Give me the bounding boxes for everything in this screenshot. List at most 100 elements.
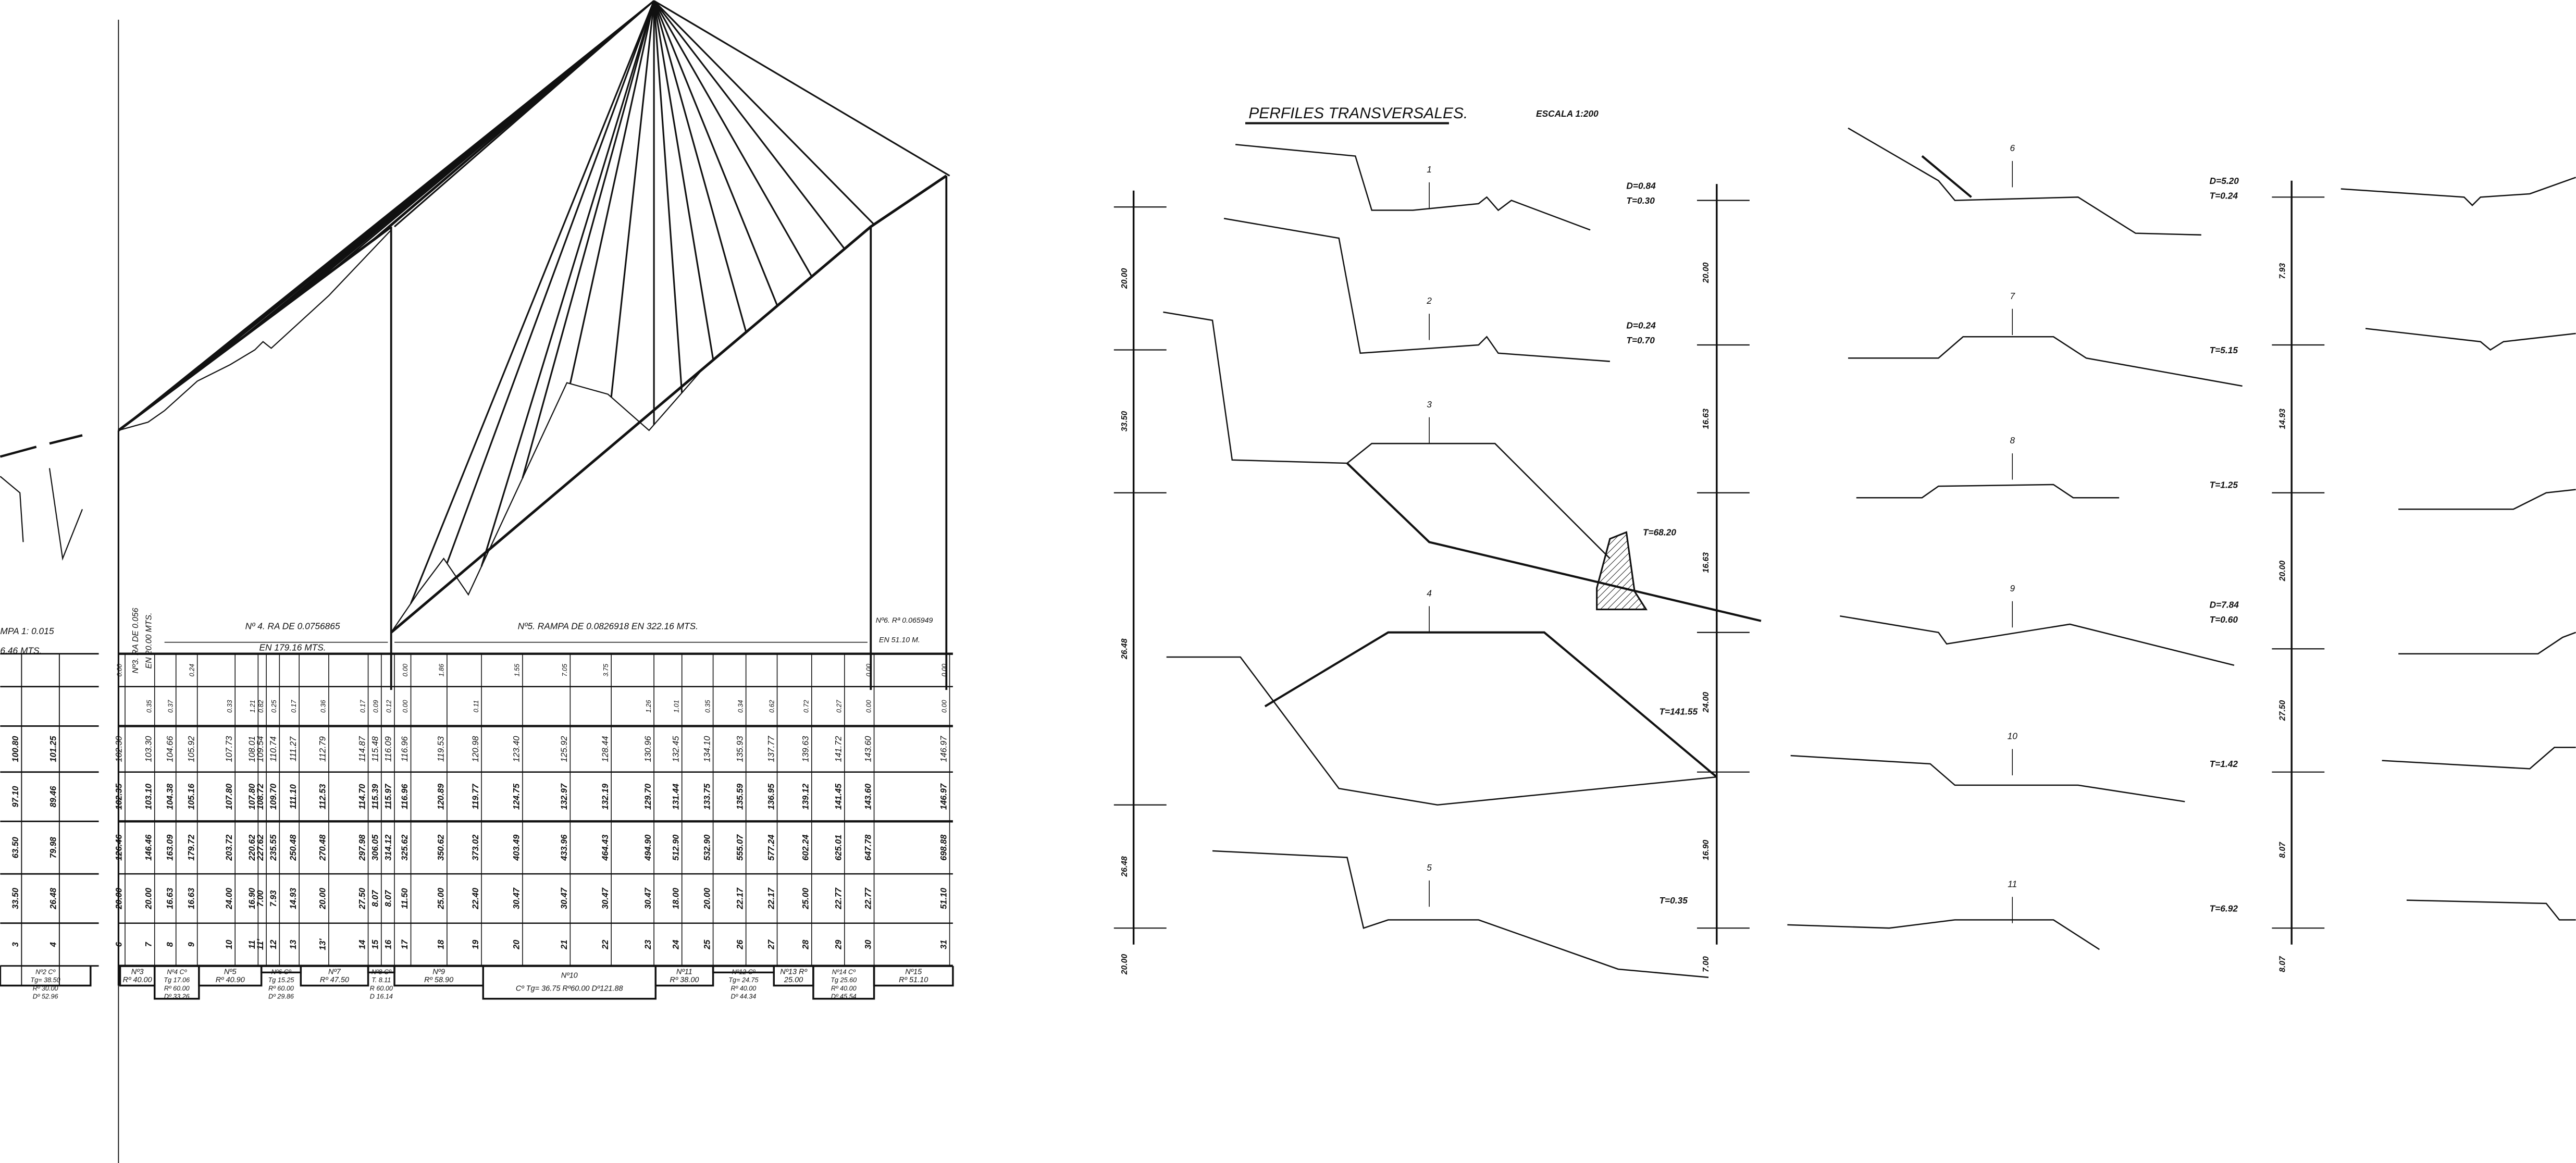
scale-label: ESCALA 1:200 xyxy=(1536,108,1599,119)
table-cell-partial: 30.47 xyxy=(560,887,569,909)
table-cell-accumulated: 163.09 xyxy=(165,834,175,861)
grade-label: Nº5. RAMPA DE 0.0826918 EN 322.16 MTS. xyxy=(518,621,698,631)
curve-text: Tg= 24.75 xyxy=(728,976,759,984)
grade-label: Nº6. Rª 0.065949 xyxy=(876,616,933,625)
line xyxy=(522,1,655,478)
table-cell-grade: 103.10 xyxy=(144,784,153,810)
curve-text: Rº 40.00 xyxy=(831,985,857,992)
table-cell-stations: 10 xyxy=(225,940,234,949)
table-cell-grade: 146.97 xyxy=(939,783,948,810)
table-cell-partial: 30.47 xyxy=(643,887,653,909)
curve-box xyxy=(654,966,714,987)
section-number: 9 xyxy=(2010,583,2015,593)
table-cell-stations: 29 xyxy=(834,939,844,950)
table-cell-partial: 25.00 xyxy=(801,888,810,910)
curve-text: D 16.14 xyxy=(370,993,393,1000)
section-number: 2 xyxy=(1426,295,1432,306)
table-cell-grade: 112.53 xyxy=(318,784,328,810)
table-cell-terrain: 130.96 xyxy=(643,736,653,762)
table-cell-excavation: 0.00 xyxy=(116,664,123,677)
curve-text: R 60.00 xyxy=(370,985,393,992)
curve-text: Dº 45.54 xyxy=(831,993,857,1000)
curve-text: Nº9 xyxy=(432,968,445,976)
curve-box xyxy=(0,966,92,987)
table-cell-accumulated: 325.62 xyxy=(400,835,410,861)
left-table-cell-stations: 4 xyxy=(49,942,58,947)
table-cell-terrain: 132.45 xyxy=(671,736,680,762)
dimension-label: 16.90 xyxy=(1702,839,1711,860)
table-cell-accumulated: 625.01 xyxy=(834,835,844,861)
section-note: T=0.30 xyxy=(1626,195,1655,206)
section-number: 1 xyxy=(1427,164,1432,175)
table-cell-grade: 132.97 xyxy=(560,783,569,810)
table-cell-accumulated: 270.48 xyxy=(318,834,328,861)
table-cell-partial: 20.00 xyxy=(318,888,328,910)
curve-text: Nº15 xyxy=(905,968,922,976)
table-cell-terrain: 120.98 xyxy=(471,736,480,762)
grade-line xyxy=(390,175,947,634)
table-cell-terrain: 143.60 xyxy=(863,736,873,762)
left-table-cell-partial: 33.50 xyxy=(11,888,20,909)
line xyxy=(393,0,655,228)
grade-label: EN 51.10 M. xyxy=(879,636,920,645)
left-table-cell-grade: 89.46 xyxy=(49,786,58,808)
line xyxy=(653,0,950,177)
left-grade-text: MPA 1: 0.015 xyxy=(0,626,54,636)
table-cell-terrain: 141.72 xyxy=(834,736,844,762)
table-cell-fill: 1.01 xyxy=(673,700,680,713)
table-cell-accumulated: 297.98 xyxy=(357,834,367,861)
dimension-label: 16.63 xyxy=(1702,409,1711,429)
table-cell-stations: 13 xyxy=(289,940,298,949)
table-cell-terrain: 112.79 xyxy=(318,736,328,762)
terrain-line xyxy=(390,175,947,633)
table-cell-partial: 8.07 xyxy=(370,890,380,907)
table-cell-partial: 20.00 xyxy=(144,888,153,910)
table-cell-fill: 0.37 xyxy=(167,699,174,713)
table-cell-terrain: 134.10 xyxy=(702,736,712,762)
table-cell-stations: 28 xyxy=(801,939,810,950)
table-cell-grade: 105.16 xyxy=(187,783,196,810)
curve-text: Rº 40.00 xyxy=(123,976,152,984)
table-cell-excavation: 0.00 xyxy=(940,664,948,677)
table-cell-terrain: 123.40 xyxy=(512,736,522,762)
cross-section-4: 4T=141.55 xyxy=(1166,588,1718,806)
section-number: 8 xyxy=(2010,435,2015,446)
table-cell-accumulated: 577.24 xyxy=(766,835,776,861)
cut-line xyxy=(1346,462,1762,622)
table-cell-fill: 0.82 xyxy=(257,700,265,713)
table-cell-grade: 129.70 xyxy=(643,784,653,810)
retaining-wall xyxy=(1596,531,1648,611)
curve-text: Dº 33.26 xyxy=(164,993,190,1000)
table-cell-stations: 20 xyxy=(512,940,522,950)
curve-text: Rº 30.00 xyxy=(33,985,58,992)
section-number: 4 xyxy=(1427,588,1432,598)
table-cell-accumulated: 146.46 xyxy=(144,834,153,861)
dimension-label: 26.48 xyxy=(1120,856,1129,877)
grade-label: Nº 4. RA DE 0.0756865 xyxy=(245,621,340,631)
table-cell-terrain: 111.27 xyxy=(289,736,298,762)
left-table-cell-partial: 26.48 xyxy=(49,887,58,910)
table-cell-partial: 16.63 xyxy=(165,888,175,909)
table-cell-stations: 31 xyxy=(939,940,948,949)
curve-text: Nº3 xyxy=(131,968,144,976)
table-cell-terrain: 116.09 xyxy=(384,736,393,762)
table-cell-grade: 108.72 xyxy=(256,784,265,810)
table-cell-stations: 21 xyxy=(560,940,569,950)
section-number: 5 xyxy=(1427,862,1432,873)
ground-line xyxy=(1223,218,1610,362)
curve-text: Dº 29.86 xyxy=(268,993,294,1000)
dimension-label: 16.63 xyxy=(1702,552,1711,573)
table-cell-excavation: 1.55 xyxy=(514,663,521,677)
curve-text: Nº10 xyxy=(561,971,578,980)
dimension-label: 7.93 xyxy=(2278,263,2287,279)
table-cell-grade: 109.70 xyxy=(269,784,278,810)
section-note: T=1.42 xyxy=(2210,759,2238,769)
table-cell-terrain: 115.48 xyxy=(370,736,380,762)
table-cell-fill: 0.09 xyxy=(372,700,379,713)
left-table-cell-stations: 3 xyxy=(11,942,20,947)
table-cell-stations: 24 xyxy=(671,940,680,950)
left-terrain-line xyxy=(0,476,24,542)
cross-section-1: 1D=0.84T=0.30 xyxy=(1235,144,1656,231)
left-table-cell-accumulated: 63.50 xyxy=(11,837,20,858)
